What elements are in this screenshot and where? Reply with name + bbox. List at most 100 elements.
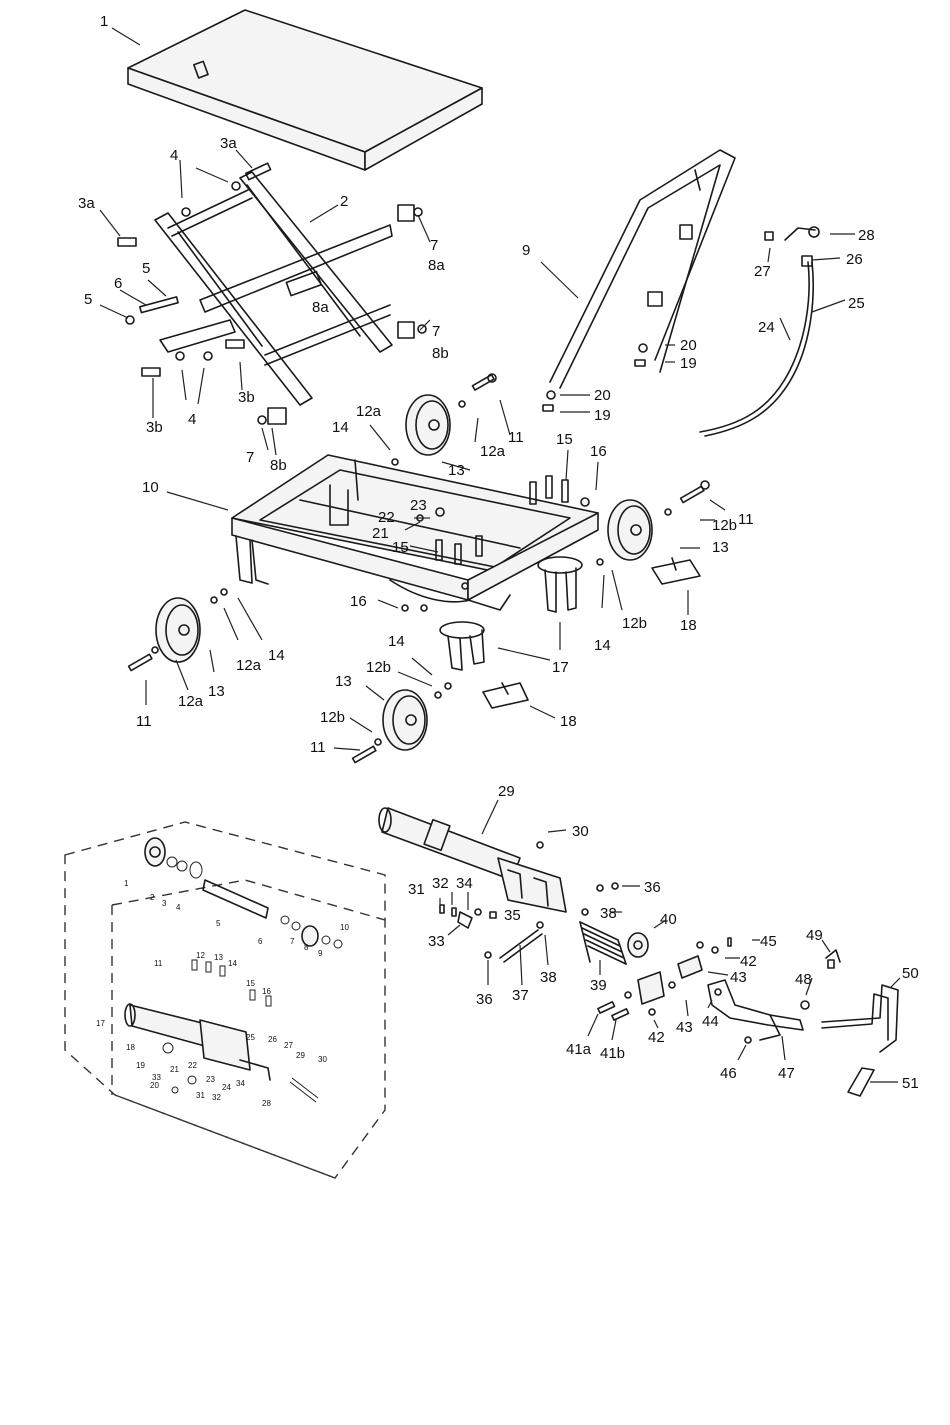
callout-41b: 41b <box>600 1045 625 1062</box>
callout-43: 43 <box>730 969 747 986</box>
callout-25: 25 <box>848 295 865 312</box>
inset-callout: 25 <box>246 1033 255 1042</box>
callout-33: 33 <box>428 933 445 950</box>
callout-8a: 8a <box>428 257 445 274</box>
callout-50: 50 <box>902 965 919 982</box>
inset-callout: 16 <box>262 987 271 996</box>
callout-44: 44 <box>702 1013 719 1030</box>
inset-callout: 7 <box>290 937 295 946</box>
callout-7: 7 <box>246 449 254 466</box>
callout-24: 24 <box>758 319 775 336</box>
wheel-left <box>127 588 228 672</box>
inset-callout: 30 <box>318 1055 327 1064</box>
callout-20: 20 <box>680 337 697 354</box>
inset-callout: 4 <box>176 903 181 912</box>
inset-callout: 29 <box>296 1051 305 1060</box>
release-cable <box>699 226 820 437</box>
callout-13: 13 <box>335 673 352 690</box>
callout-14: 14 <box>332 419 349 436</box>
inset-callout: 27 <box>284 1041 293 1050</box>
inset-callout: 17 <box>96 1019 105 1028</box>
callout-30: 30 <box>572 823 589 840</box>
callout-1: 1 <box>100 13 108 30</box>
inset-callout: 9 <box>318 949 323 958</box>
callout-29: 29 <box>498 783 515 800</box>
callout-7: 7 <box>432 323 440 340</box>
callout-12b: 12b <box>622 615 647 632</box>
callout-28: 28 <box>858 227 875 244</box>
callout-16: 16 <box>590 443 607 460</box>
inset-callout: 2 <box>150 893 155 902</box>
hydraulic-pump <box>378 807 619 916</box>
callout-46: 46 <box>720 1065 737 1082</box>
pump-detail-inset <box>64 821 386 1179</box>
callout-2: 2 <box>340 193 348 210</box>
callout-11: 11 <box>310 739 326 756</box>
callout-42: 42 <box>648 1029 665 1046</box>
inset-callout: 13 <box>214 953 223 962</box>
inset-callout: 23 <box>206 1075 215 1084</box>
callout-14: 14 <box>388 633 405 650</box>
caster-brackets <box>439 556 583 671</box>
callout-35: 35 <box>504 907 521 924</box>
inset-callout: 1 <box>124 879 129 888</box>
scissor-hardware <box>117 162 427 425</box>
callout-4: 4 <box>188 411 196 428</box>
wheel-top <box>391 373 497 466</box>
callout-18: 18 <box>680 617 697 634</box>
callout-41a: 41a <box>566 1041 592 1058</box>
callout-36: 36 <box>476 991 493 1008</box>
callout-11: 11 <box>508 429 524 446</box>
inset-callout: 20 <box>150 1081 159 1090</box>
callout-5: 5 <box>142 260 150 277</box>
inset-callout: 19 <box>136 1061 145 1070</box>
callout-32: 32 <box>432 875 449 892</box>
inset-callout: 5 <box>216 919 221 928</box>
callout-19: 19 <box>594 407 611 424</box>
inset-callout: 31 <box>196 1091 205 1100</box>
pump-hardware <box>439 904 649 965</box>
callout-37: 37 <box>512 987 529 1004</box>
callout-12a: 12a <box>236 657 262 674</box>
inset-callout: 8 <box>304 943 309 952</box>
callout-5: 5 <box>84 291 92 308</box>
callout-43: 43 <box>676 1019 693 1036</box>
callout-19: 19 <box>680 355 697 372</box>
inset-callout: 22 <box>188 1061 197 1070</box>
callout-36: 36 <box>644 879 661 896</box>
inset-callout: 11 <box>154 959 163 968</box>
inset-callout: 24 <box>222 1083 231 1092</box>
inset-callout: 28 <box>262 1099 271 1108</box>
callout-11: 11 <box>136 713 152 730</box>
inset-callout: 10 <box>340 923 349 932</box>
inset-callout: 32 <box>212 1093 221 1102</box>
callout-12a: 12a <box>480 443 506 460</box>
callout-27: 27 <box>754 263 771 280</box>
callout-12b: 12b <box>320 709 345 726</box>
callout-23: 23 <box>410 497 427 514</box>
caster-forks <box>482 557 701 709</box>
inset-callout: 6 <box>258 937 263 946</box>
callout-14: 14 <box>594 637 611 654</box>
inset-callout: 26 <box>268 1035 277 1044</box>
pedal-assembly <box>597 937 899 1097</box>
callout-15: 15 <box>392 539 409 556</box>
callout-13: 13 <box>448 462 465 479</box>
callout-21: 21 <box>372 525 389 542</box>
callout-13: 13 <box>208 683 225 700</box>
callout-45: 45 <box>760 933 777 950</box>
callout-14: 14 <box>268 647 285 664</box>
callout-7: 7 <box>430 237 438 254</box>
callout-31: 31 <box>408 881 425 898</box>
callout-8a: 8a <box>312 299 329 316</box>
table-platform <box>127 9 483 171</box>
callout-47: 47 <box>778 1065 795 1082</box>
callout-12b: 12b <box>366 659 391 676</box>
callout-12a: 12a <box>356 403 382 420</box>
inset-callout: 15 <box>246 979 255 988</box>
callout-9: 9 <box>522 242 530 259</box>
callout-40: 40 <box>660 911 677 928</box>
inset-callout: 12 <box>196 951 205 960</box>
